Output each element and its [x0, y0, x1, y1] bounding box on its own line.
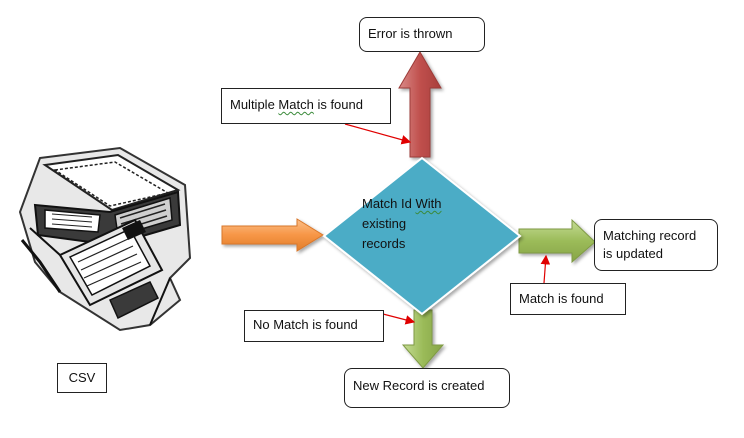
csv-label: CSV — [68, 370, 96, 385]
multiple-match-suffix: is found — [313, 97, 363, 112]
decision-line2: existing — [362, 216, 407, 231]
error-thrown-box: Error is thrown — [359, 17, 485, 52]
new-record-box: New Record is created — [344, 368, 510, 408]
no-match-label: No Match is found — [253, 317, 358, 332]
multiple-match-flagged-word: Match — [278, 97, 314, 112]
error-thrown-label: Error is thrown — [368, 26, 453, 41]
match-found-connector — [540, 254, 551, 284]
new-record-label: New Record is created — [353, 378, 485, 393]
matching-record-box: Matching record is updated — [594, 219, 718, 271]
multiple-match-prefix: Multiple — [230, 97, 279, 112]
matching-record-line2: is updated — [603, 246, 663, 261]
multiple-match-connector — [344, 123, 412, 145]
decision-line1-flagged: With — [415, 196, 442, 211]
error-arrow — [398, 51, 442, 158]
multiple-match-box: Multiple Match is found — [221, 88, 391, 124]
matching-record-line1: Matching record — [603, 228, 697, 243]
input-arrow — [221, 218, 324, 252]
floppy-disks-icon — [18, 146, 192, 332]
csv-label-box: CSV — [57, 363, 107, 393]
no-match-arrow — [401, 309, 445, 369]
decision-line3: records — [362, 236, 406, 251]
no-match-connector — [382, 313, 416, 325]
decision-label: Match Id With existing records — [362, 194, 472, 254]
match-arrow — [518, 218, 596, 264]
match-found-label: Match is found — [519, 291, 604, 306]
decision-line1: Match Id — [362, 196, 412, 211]
decision-diamond — [322, 156, 522, 316]
match-found-box: Match is found — [510, 283, 626, 315]
no-match-box: No Match is found — [244, 310, 384, 342]
